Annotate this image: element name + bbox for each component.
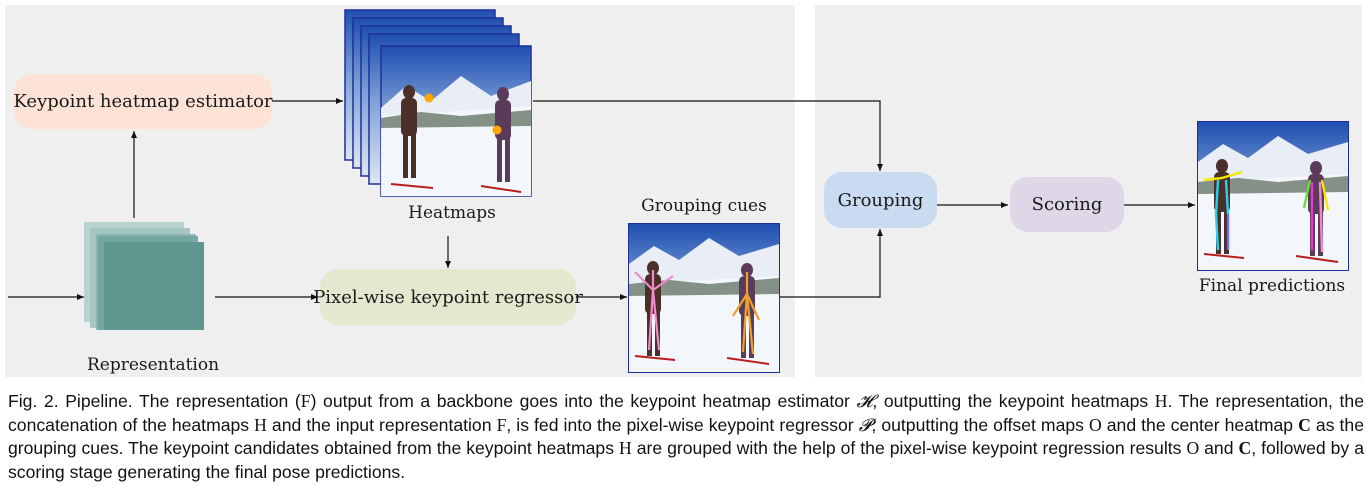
representation-label: Representation: [86, 355, 220, 375]
final-predictions-image: [1197, 121, 1349, 271]
figure-caption: Fig. 2. Pipeline. The representation (F)…: [8, 391, 1364, 482]
keypoint-heatmap-estimator-box: Keypoint heatmap estimator: [13, 74, 273, 129]
representation-stack: [84, 222, 204, 330]
pixel-wise-keypoint-regressor-box: Pixel-wise keypoint regressor: [313, 269, 583, 325]
heatmaps-label: Heatmaps: [408, 203, 496, 223]
grouping-cues-label: Grouping cues: [641, 196, 767, 216]
heatmaps-stack: [344, 9, 532, 197]
final-predictions-label: Final predictions: [1198, 276, 1346, 296]
connector-arrows: [8, 98, 1195, 300]
scoring-box: Scoring: [1010, 177, 1124, 232]
grouping-box: Grouping: [824, 172, 937, 228]
arrow-cues-to-grouping: [779, 229, 883, 298]
grouping-cues-image: [628, 223, 780, 373]
arrow-heatmaps-to-grouping: [533, 100, 883, 171]
pipeline-diagram: Keypoint heatmap estimator Pixel-wise ke…: [5, 5, 1362, 377]
